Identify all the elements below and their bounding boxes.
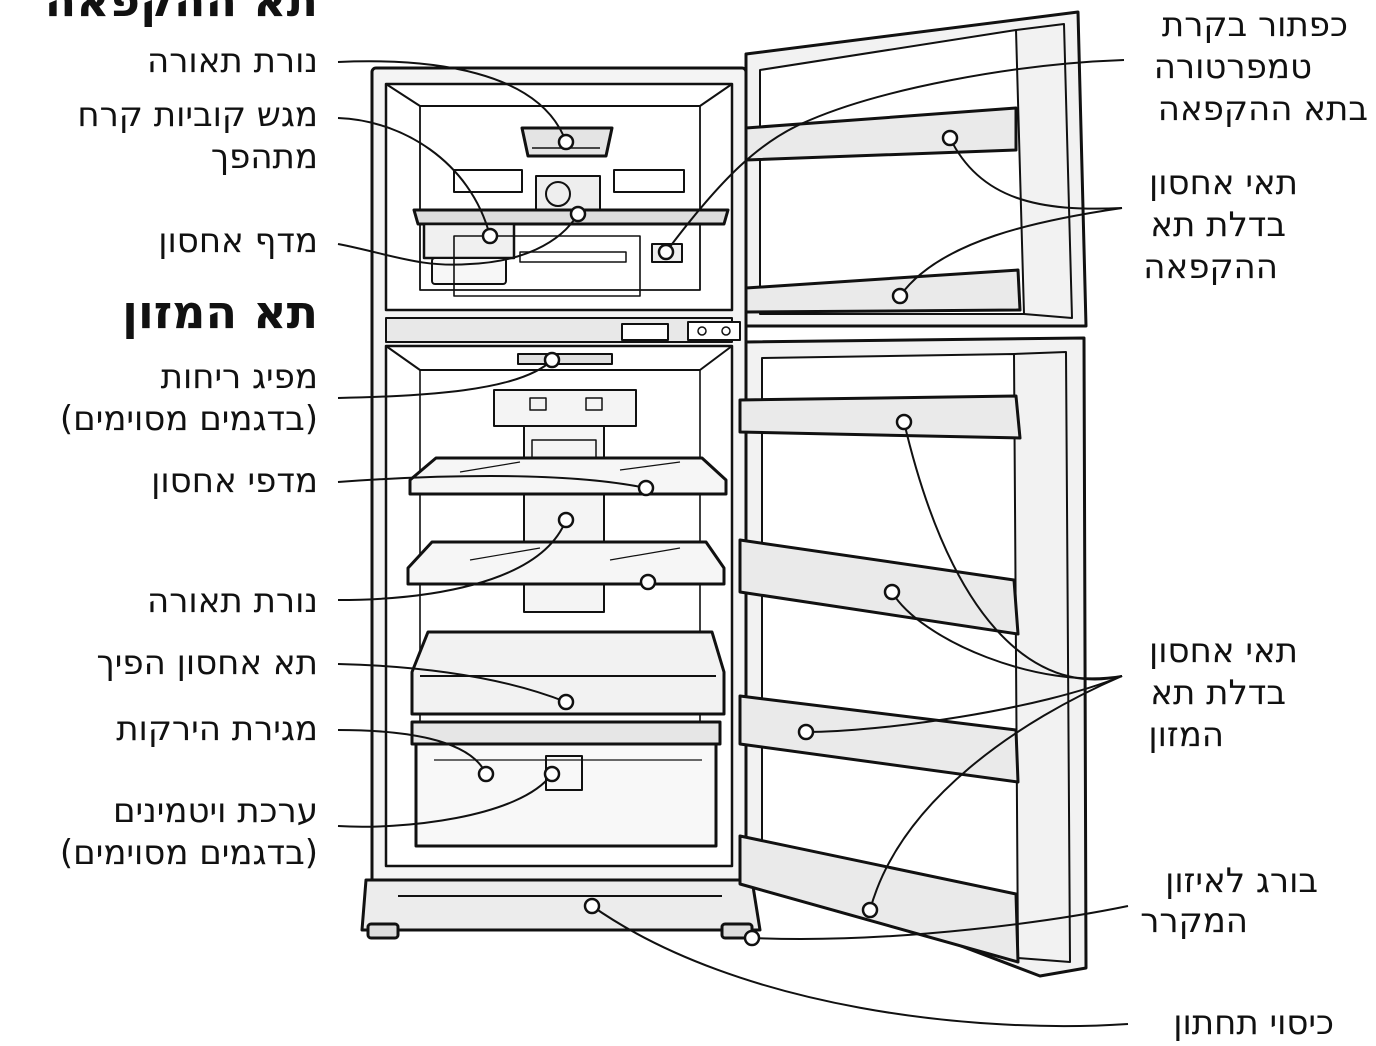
label-freezer-door-line3: ההקפאה	[1143, 247, 1278, 287]
label-freezer-door-line1: תאי אחסון	[1148, 163, 1298, 203]
leader-dots	[477, 129, 959, 947]
label-vitamin-kit-line1: ערכת ויטמינים	[113, 791, 318, 831]
label-freezer-shelf: מדף אחסון	[158, 221, 318, 261]
leader-lines	[337, 59, 1129, 1028]
label-freezer-temp-line3: בתא ההקפאה	[1157, 89, 1368, 129]
label-fridge-light: נורת תאורה	[147, 581, 318, 621]
label-leveling-screw-line2: המקרר	[1140, 901, 1248, 941]
label-vitamin-kit-line2: (בדגמים מסוימים)	[59, 833, 318, 873]
freezer-heading: תא ההקפאה	[44, 0, 318, 27]
label-ice-tray-line2: מתהפך	[210, 137, 318, 177]
label-freezer-temp-line2: טמפרטורה	[1153, 47, 1312, 87]
fridge-door	[738, 336, 1088, 978]
freezer-door	[744, 10, 1088, 328]
fridge-heading: תא המזון	[122, 285, 318, 339]
label-fridge-door-line2: בדלת תא	[1150, 673, 1286, 713]
label-freezer-door-line2: בדלת תא	[1150, 205, 1286, 245]
label-freezer-light: נורת תאורה	[147, 41, 318, 81]
label-bottom-cover: כיסוי תחתון	[1173, 1003, 1334, 1043]
label-deodorizer-line2: (בדגמים מסוימים)	[59, 399, 318, 439]
label-vegetable-drawer: מגירת הירקות	[116, 709, 318, 749]
label-fridge-door-line3: המזון	[1148, 715, 1224, 755]
label-fridge-shelves: מדפי אחסון	[151, 461, 318, 501]
label-leveling-screw-line1: בורג לאיזון	[1165, 861, 1318, 901]
label-fridge-door-line1: תאי אחסון	[1148, 631, 1298, 671]
label-crisper-bin: תא אחסון הפיך	[96, 643, 318, 683]
label-freezer-temp-line1: כפתור בקרת	[1161, 5, 1348, 45]
label-deodorizer-line1: מפיג ריחות	[160, 357, 318, 397]
label-ice-tray-line1: מגש קוביות קרח	[77, 95, 318, 135]
control-panel	[621, 321, 741, 341]
